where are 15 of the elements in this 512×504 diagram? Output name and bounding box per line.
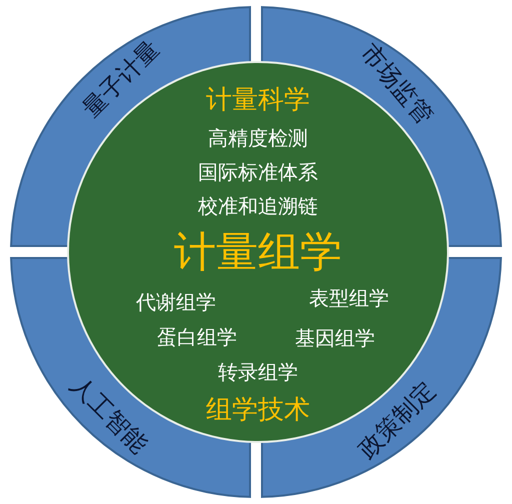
item-text: 基因组学: [295, 328, 375, 348]
item-text: 国际标准体系: [198, 162, 318, 182]
item-text: 蛋白组学: [157, 327, 237, 347]
item-text: 转录组学: [218, 362, 298, 382]
heading-text: 计量组学: [174, 231, 342, 273]
item-text: 表型组学: [309, 288, 389, 308]
heading-text: 计量科学: [206, 87, 310, 113]
segment-label: 量子计量: [78, 37, 164, 122]
item-text: 高精度检测: [208, 128, 308, 148]
item-text: 校准和追溯链: [198, 196, 318, 216]
segment-label: 市场监管: [356, 40, 437, 129]
item-text: 代谢组学: [136, 292, 216, 312]
segment-label: 人工智能: [67, 372, 152, 458]
segment-label: 政策制定: [354, 377, 440, 462]
heading-text: 组学技术: [206, 397, 310, 423]
